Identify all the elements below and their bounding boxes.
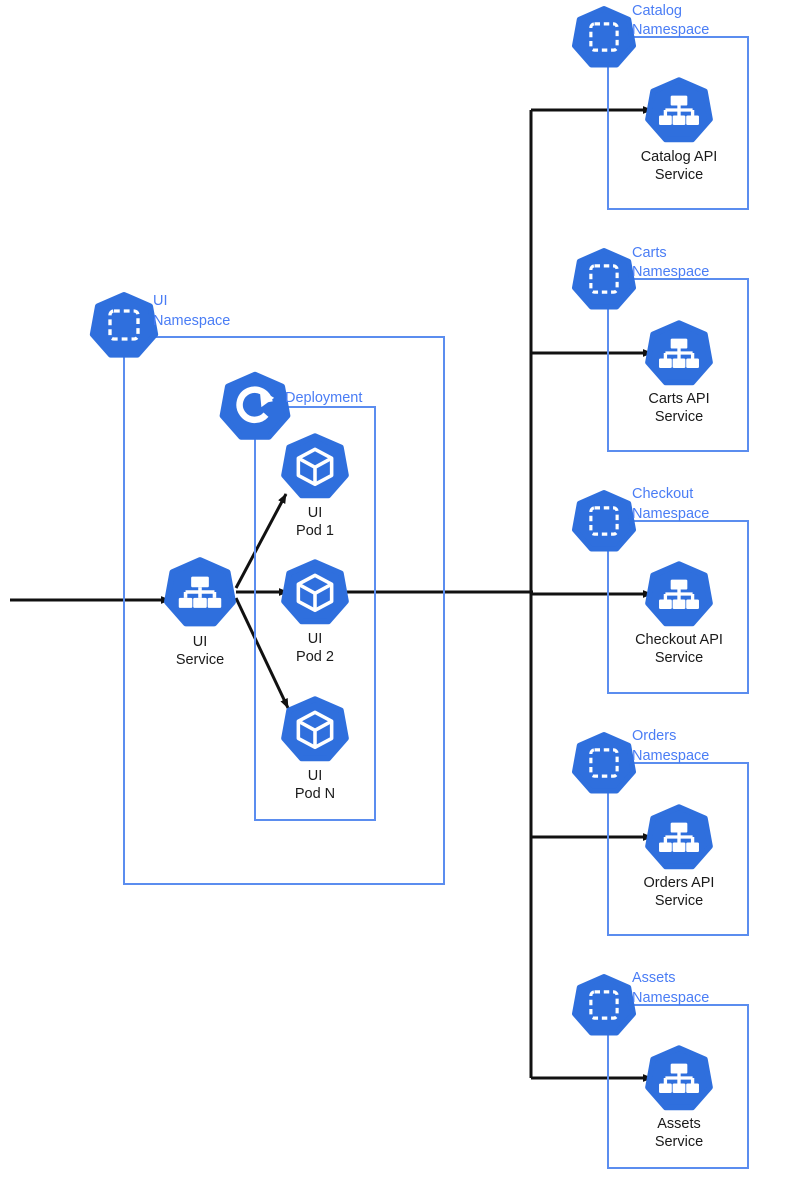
ui-service-to-podn-arrow: [234, 597, 290, 709]
ui-pod-2-label-line2: Pod 2: [296, 649, 334, 665]
orders-namespace-label-line2: Namespace: [632, 748, 709, 764]
ui-namespace-label-line2: Namespace: [153, 313, 230, 329]
carts-api-service-node[interactable]: Carts API Service: [645, 320, 713, 425]
carts-api-service-label-line2: Service: [655, 409, 703, 425]
service-icon[interactable]: [645, 561, 713, 627]
ui-pod-n-label-line1: UI: [308, 768, 323, 784]
ui-pod-1-label-line2: Pod 1: [296, 523, 334, 539]
checkout-api-service-label-line2: Service: [655, 650, 703, 666]
ui-pod-n-label-line2: Pod N: [295, 786, 335, 802]
ui-deployment-group[interactable]: Deployment UI Pod 1 UI: [219, 371, 376, 821]
orders-api-service-label-line2: Service: [655, 893, 703, 909]
assets-namespace-label-line1: Assets: [632, 970, 676, 986]
service-icon[interactable]: [645, 1045, 713, 1111]
ui-service-label-line1: UI: [193, 634, 208, 650]
ui-pod-n-node[interactable]: UI Pod N: [281, 696, 349, 802]
carts-namespace-label-line2: Namespace: [632, 264, 709, 280]
service-icon[interactable]: [164, 557, 236, 627]
carts-namespace-label-line1: Carts: [632, 245, 667, 261]
assets-service-label-line2: Service: [655, 1134, 703, 1150]
checkout-namespace-group[interactable]: Checkout Namespace Checkout API Service: [571, 486, 749, 694]
catalog-namespace-label-line1: Catalog: [632, 3, 682, 19]
ui-pod-2-label-line1: UI: [308, 631, 323, 647]
checkout-api-service-node[interactable]: Checkout API Service: [635, 561, 723, 666]
ui-service-node[interactable]: UI Service: [164, 557, 236, 668]
namespace-icon[interactable]: [571, 732, 637, 794]
namespace-icon[interactable]: [571, 490, 637, 552]
ui-namespace-icon[interactable]: [89, 291, 159, 358]
deployment-label: Deployment: [285, 390, 362, 406]
service-icon[interactable]: [645, 320, 713, 386]
checkout-api-service-label-line1: Checkout API: [635, 632, 723, 648]
namespace-icon[interactable]: [571, 6, 637, 68]
orders-namespace-group[interactable]: Orders Namespace Orders API Service: [571, 728, 749, 936]
assets-service-label-line1: Assets: [657, 1116, 701, 1132]
assets-namespace-group[interactable]: Assets Namespace Assets Service: [571, 970, 749, 1169]
deployment-icon[interactable]: [219, 371, 291, 440]
orders-api-service-label-line1: Orders API: [644, 875, 715, 891]
checkout-namespace-label-line1: Checkout: [632, 486, 693, 502]
pod-icon[interactable]: [281, 559, 349, 625]
catalog-api-service-node[interactable]: Catalog API Service: [641, 77, 718, 183]
ui-namespace-group[interactable]: UI Namespace UI Service Deploymen: [89, 291, 445, 885]
orders-namespace-label-line1: Orders: [632, 728, 676, 744]
assets-service-node[interactable]: Assets Service: [645, 1045, 713, 1150]
service-icon[interactable]: [645, 77, 713, 143]
namespace-icon[interactable]: [571, 248, 637, 310]
service-icon[interactable]: [645, 804, 713, 870]
ui-pod-1-label-line1: UI: [308, 505, 323, 521]
namespace-icon[interactable]: [571, 974, 637, 1036]
carts-api-service-label-line1: Carts API: [648, 391, 709, 407]
ui-service-label-line2: Service: [176, 652, 224, 668]
checkout-namespace-label-line2: Namespace: [632, 506, 709, 522]
ui-pod-2-node[interactable]: UI Pod 2: [281, 559, 349, 665]
catalog-namespace-label-line2: Namespace: [632, 22, 709, 38]
ui-namespace-label-line1: UI: [153, 293, 168, 309]
pod-icon[interactable]: [281, 433, 349, 499]
ui-pod-1-node[interactable]: UI Pod 1: [281, 433, 349, 539]
carts-namespace-group[interactable]: Carts Namespace Carts API Service: [571, 245, 749, 452]
ui-service-to-pod1-arrow: [234, 493, 288, 589]
orders-api-service-node[interactable]: Orders API Service: [644, 804, 715, 909]
catalog-api-service-label-line1: Catalog API: [641, 149, 718, 165]
catalog-namespace-group[interactable]: Catalog Namespace Catalog API Service: [571, 3, 749, 210]
catalog-api-service-label-line2: Service: [655, 167, 703, 183]
assets-namespace-label-line2: Namespace: [632, 990, 709, 1006]
pod-icon[interactable]: [281, 696, 349, 762]
ui-namespace-stub: [123, 336, 444, 360]
